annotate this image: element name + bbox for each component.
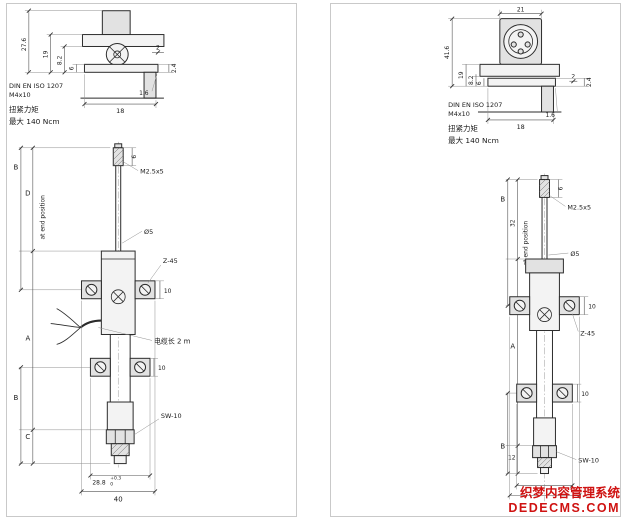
dim-label-19: 19 [458, 71, 465, 79]
dim-label-c: C [25, 433, 30, 441]
tip-end [113, 455, 127, 465]
dim-label-b-top: B [500, 195, 505, 203]
tolerance-zero: 0 [110, 481, 113, 487]
left-main-view: B B D A C at end position 6 [14, 141, 191, 503]
left-drawing-panel: 27.6 19 8.2 6 2 [6, 3, 297, 517]
dim-label-12: 12 [508, 455, 516, 462]
dim-label-8-2: 8.2 [57, 55, 64, 65]
hex-label: SW-10 [578, 457, 599, 465]
end-position-label: at end position [523, 221, 530, 266]
left-note: DIN EN ISO 1207 M4x10 扭紧力矩 最大 140 Ncm [9, 82, 63, 126]
watermark-line1: 织梦内容管理系统 [519, 486, 620, 500]
threaded-stud [112, 147, 124, 167]
bracket-leg [541, 85, 554, 113]
note-torque: 扭紧力矩 [448, 123, 478, 133]
dim-label-a: A [25, 334, 30, 342]
lower-tube [533, 417, 556, 447]
dim-label-b-top: B [14, 164, 19, 172]
dim-label-8-2: 8.2 [468, 75, 475, 85]
dim-label-18: 18 [517, 123, 525, 131]
mounting-bar [479, 63, 560, 77]
note-din: DIN EN ISO 1207 [9, 82, 63, 90]
dim-label-10-upper: 10 [588, 304, 596, 311]
dim-label-27-6: 27.6 [21, 38, 28, 51]
dim-label-19: 19 [43, 50, 50, 58]
dim-label-40: 40 [114, 495, 123, 503]
dim-label-21: 21 [517, 7, 525, 14]
dim-label-10-lower: 10 [158, 365, 166, 372]
tip [110, 443, 130, 457]
right-main-view: B B 32 A 12 at end position 6 [500, 173, 599, 502]
dim-label-18: 18 [116, 107, 124, 115]
lower-tube [106, 401, 134, 431]
hex-label: SW-10 [161, 412, 182, 420]
watermark-line2: DEDECMS.COM [508, 501, 620, 515]
thread-label: M2.5x5 [567, 203, 591, 211]
sensor-end-block [101, 10, 131, 36]
note-torque: 扭紧力矩 [9, 104, 39, 114]
thread-label: M2.5x5 [140, 168, 164, 176]
dim-label-stud-6: 6 [557, 186, 564, 190]
cable-length-label: 电缆长 2 m [154, 336, 191, 345]
dim-label-b-bottom: B [14, 394, 19, 402]
note-screw: M4x10 [448, 110, 470, 118]
note-din: DIN EN ISO 1207 [448, 101, 502, 109]
shaft-diameter-label: Ø5 [570, 250, 579, 258]
shaft-diameter-label: Ø5 [144, 228, 153, 236]
dim-label-d: D [25, 189, 30, 197]
note-screw: M4x10 [9, 91, 31, 99]
dim-label-6: 6 [69, 66, 76, 70]
tip-end [540, 467, 549, 475]
dim-label-41-6: 41.6 [444, 46, 451, 59]
body-cap [525, 258, 564, 274]
dim-label-2-4: 2.4 [171, 63, 178, 73]
right-top-view: 21 41.6 19 8.2 [444, 7, 593, 131]
right-drawing-panel: 21 41.6 19 8.2 [330, 3, 621, 517]
dim-label-10-upper: 10 [164, 288, 172, 295]
left-top-view: 27.6 19 8.2 6 2 [21, 8, 178, 115]
dim-label-1-6: 1.6 [139, 90, 149, 97]
body-screw [537, 307, 552, 322]
sensor-body [529, 272, 560, 332]
dim-label-32: 32 [510, 219, 517, 227]
tolerance-plus: +0.3 [110, 475, 121, 481]
dim-label-2: 2 [571, 73, 575, 80]
right-note: DIN EN ISO 1207 M4x10 扭紧力矩 最大 140 Ncm [448, 101, 502, 145]
dim-label-a: A [510, 342, 515, 350]
tip [537, 457, 552, 469]
note-torque-max: 最大 140 Ncm [9, 116, 60, 126]
hex-section [105, 429, 135, 445]
dim-label-10-lower: 10 [581, 391, 589, 398]
bracket-plate [487, 77, 556, 87]
dim-label-2-4: 2.4 [586, 77, 593, 87]
dim-label-b-bottom: B [500, 443, 505, 451]
body-screw [110, 289, 126, 305]
threaded-stud [539, 179, 550, 198]
clamp-type-label: Z-45 [580, 329, 595, 337]
watermark: 织梦内容管理系统 DEDECMS.COM [452, 486, 620, 516]
left-technical-drawing: 27.6 19 8.2 6 2 [9, 8, 191, 503]
dim-label-1-6: 1.6 [546, 112, 556, 119]
dim-label-stud-6: 6 [131, 155, 138, 159]
hex-section [532, 445, 557, 459]
dim-label-6: 6 [476, 81, 483, 85]
note-torque-max: 最大 140 Ncm [448, 135, 499, 145]
right-technical-drawing: 21 41.6 19 8.2 [444, 7, 599, 502]
stud-cap [114, 143, 123, 149]
dim-label-28-8: 28.8 [92, 479, 105, 486]
dim-label-2: 2 [156, 44, 160, 51]
bracket-plate [83, 63, 159, 73]
clamp-type-label: Z-45 [163, 257, 178, 265]
sensor-body [100, 250, 136, 335]
stud-cap [540, 175, 549, 181]
cable [79, 319, 102, 329]
end-position-label: at end position [40, 195, 47, 240]
